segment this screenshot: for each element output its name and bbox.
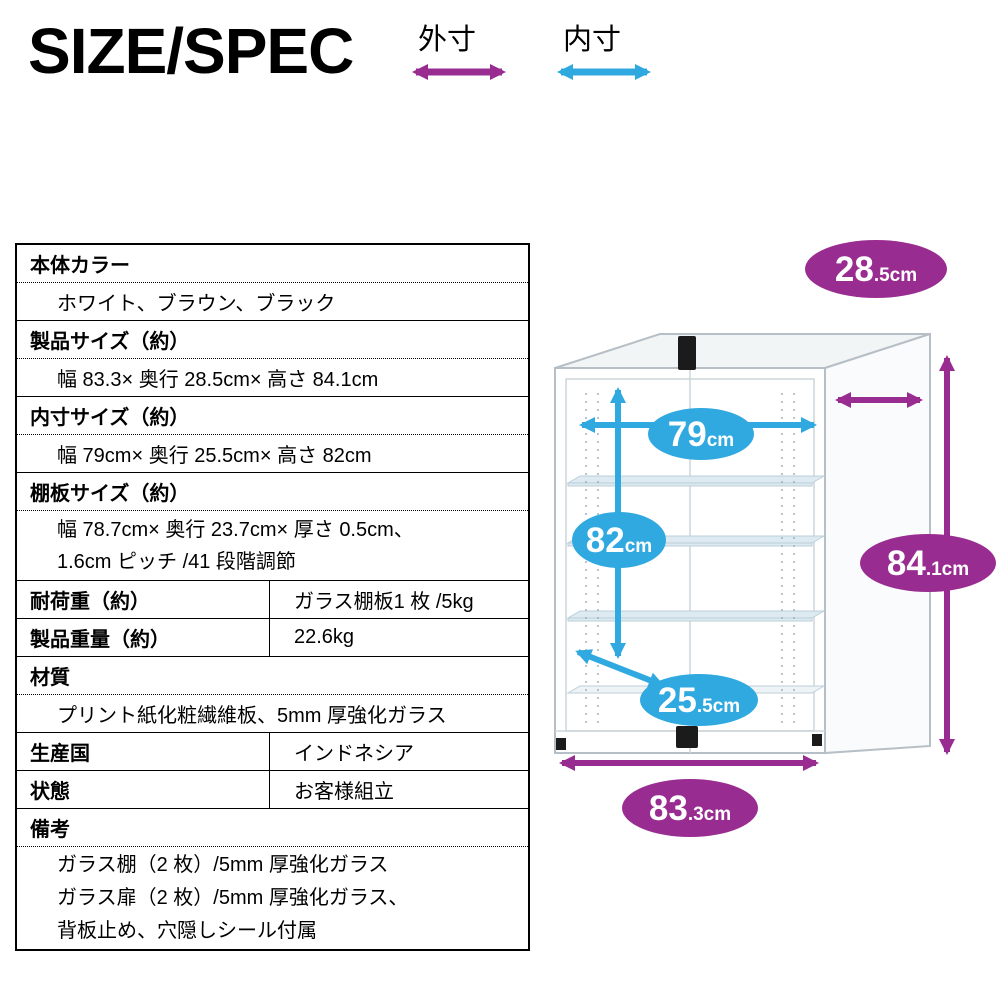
spec-row-inner-size-value: 幅 79cm× 奥行 25.5cm× 高さ 82cm [17, 435, 528, 473]
bottom-hinge [676, 726, 698, 748]
callout-outer-width: 83.3cm [622, 779, 758, 837]
spec-row-shelf-size-label: 棚板サイズ（約） [17, 473, 528, 511]
spec-row-country: 生産国 インドネシア [17, 733, 528, 771]
spec-row-product-size-label: 製品サイズ（約） [17, 321, 528, 359]
bottom-left-fitting [556, 738, 566, 750]
spec-row-remarks-value: ガラス棚（2 枚）/5mm 厚強化ガラス ガラス扉（2 枚）/5mm 厚強化ガラ… [57, 853, 409, 942]
inner-depth-arrow [575, 649, 665, 688]
glass-shelf-3 [566, 610, 826, 619]
spec-row-product-weight: 製品重量（約） 22.6kg [17, 619, 528, 657]
outer-dimension-arrow-icon [412, 63, 506, 80]
callout-inner-width: 79cm [648, 408, 754, 460]
spec-row-load-capacity: 耐荷重（約） ガラス棚板1 枚 /5kg [17, 581, 528, 619]
spec-table: 本体カラー ホワイト、ブラウン、ブラック 製品サイズ（約） 幅 83.3× 奥行… [15, 243, 530, 951]
spec-row-remarks-label: 備考 [17, 809, 528, 847]
spec-row-inner-size-label: 内寸サイズ（約） [17, 397, 528, 435]
spec-row-material-value: プリント紙化粧繊維板、5mm 厚強化ガラス [17, 695, 528, 733]
top-hinge [678, 336, 696, 370]
spec-row-product-size-value: 幅 83.3× 奥行 28.5cm× 高さ 84.1cm [17, 359, 528, 397]
callout-outer-height: 84.1cm [860, 534, 996, 592]
spec-row-body-color-value: ホワイト、ブラウン、ブラック [17, 283, 528, 321]
inner-dimension-arrow-icon [557, 63, 651, 80]
callout-outer-depth: 28.5cm [805, 240, 947, 298]
spec-row-material-label: 材質 [17, 657, 528, 695]
legend-outer-dimension: 外寸 [400, 22, 518, 84]
outer-dimension-label: 外寸 [418, 24, 477, 56]
page-title: SIZE/SPEC [28, 15, 354, 87]
spec-row-assembly: 状態 お客様組立 [17, 771, 528, 809]
cabinet-diagram: 28.5cm 79cm 82cm 84.1cm 25.5cm 83.3cm [540, 228, 1000, 868]
bottom-right-fitting [812, 734, 822, 746]
inner-dimension-label: 内寸 [563, 24, 622, 56]
legend-inner-dimension: 内寸 [545, 22, 663, 84]
spec-row-shelf-size-value: 幅 78.7cm× 奥行 23.7cm× 厚さ 0.5cm、 1.6cm ピッチ… [17, 511, 528, 581]
callout-inner-height: 82cm [572, 512, 666, 568]
callout-inner-depth: 25.5cm [640, 674, 758, 726]
spec-row-body-color-label: 本体カラー [17, 245, 528, 283]
glass-shelf-1 [566, 475, 826, 484]
